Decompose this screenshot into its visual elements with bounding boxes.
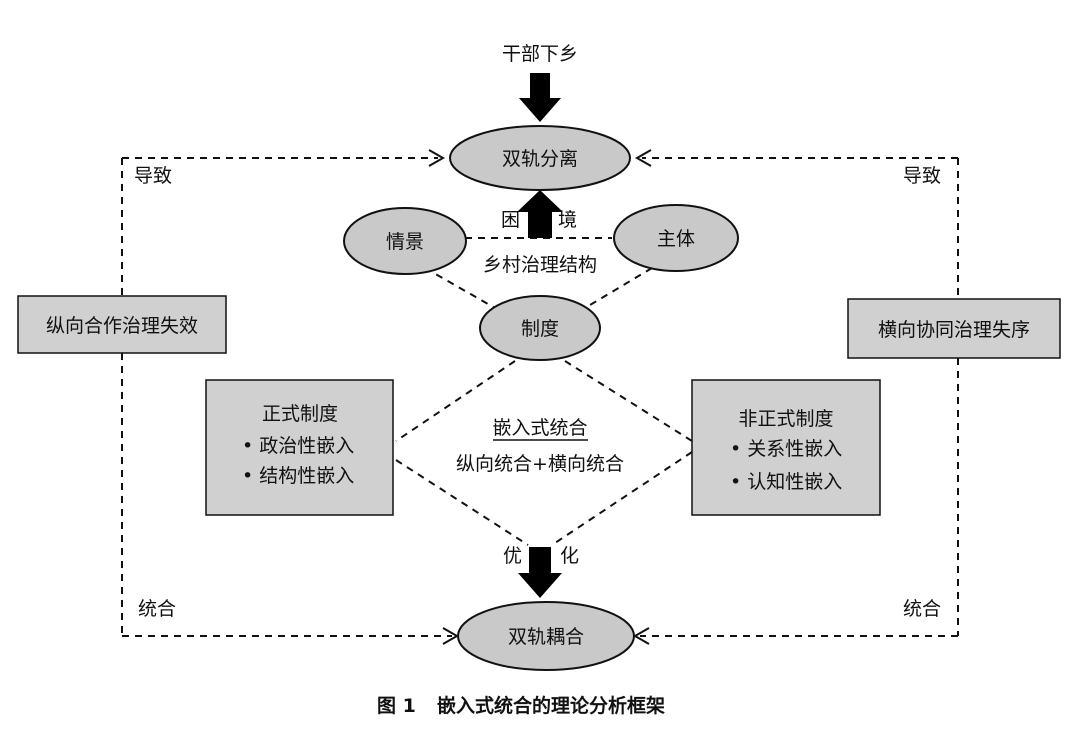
- institution-label: 制度: [521, 318, 559, 340]
- horizontal-disorder-box: [847, 298, 1061, 359]
- down-arrow-optimize-icon: [518, 547, 562, 598]
- embed-title: 嵌入式统合: [492, 417, 587, 439]
- vertical-failure-box: [17, 295, 227, 354]
- dilemma-char-2: 境: [558, 209, 577, 231]
- embed-subtitle: 纵向统合+横向统合: [456, 453, 624, 475]
- informal-institution-box: [691, 379, 881, 516]
- figure-number: 图 1: [377, 695, 416, 717]
- up-arrow-dilemma-icon: [517, 190, 563, 238]
- figure-title: 嵌入式统合的理论分析框架: [437, 694, 665, 717]
- dual-coupling-label: 双轨耦合: [508, 626, 584, 648]
- right-integrate-label: 统合: [903, 598, 941, 620]
- informal-item: • 认知性嵌入: [730, 471, 842, 493]
- scene-node: [343, 207, 467, 275]
- dilemma-char-1: 困: [501, 209, 520, 231]
- governance-triangle: [424, 237, 653, 309]
- rural-structure-label: 乡村治理结构: [483, 254, 597, 276]
- formal-institution-box: [205, 379, 394, 516]
- formal-item: • 结构性嵌入: [242, 465, 354, 487]
- scene-label: 情景: [386, 231, 424, 253]
- embedding-diamond: [395, 360, 693, 546]
- right-lead-label: 导致: [903, 165, 941, 187]
- top-label: 干部下乡: [502, 43, 578, 65]
- optimize-char-1: 优: [503, 545, 522, 567]
- optimize-char-2: 化: [560, 545, 579, 567]
- dual-coupling-node: [457, 601, 635, 671]
- subject-node: [613, 204, 739, 272]
- arrow-into-separation-right-icon: [634, 149, 652, 167]
- arrow-into-separation-left-icon: [428, 149, 446, 167]
- down-arrow-top-icon: [519, 73, 561, 122]
- left-integrate-label: 统合: [138, 598, 176, 620]
- formal-item: • 政治性嵌入: [242, 435, 354, 457]
- informal-item: • 关系性嵌入: [730, 438, 842, 460]
- dual-separation-label: 双轨分离: [502, 148, 578, 170]
- outer-dashed-loop: [121, 157, 959, 637]
- left-lead-label: 导致: [134, 165, 172, 187]
- subject-label: 主体: [657, 228, 695, 250]
- formal-title: 正式制度: [262, 403, 338, 425]
- vertical-failure-label: 纵向合作治理失效: [46, 315, 198, 337]
- informal-title: 非正式制度: [738, 408, 833, 430]
- institution-node: [479, 295, 601, 361]
- horizontal-disorder-label: 横向协同治理失序: [878, 319, 1030, 341]
